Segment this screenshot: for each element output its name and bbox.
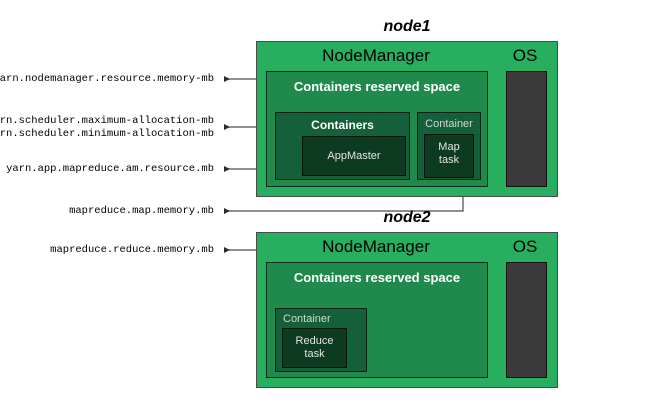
node1-map-task-line1: Map <box>438 141 460 153</box>
node2-containers-reserved-space-label: Containers reserved space <box>293 270 461 285</box>
node2-title: node2 <box>383 209 431 226</box>
node1-os-box <box>506 71 547 187</box>
node2-os-box <box>506 262 547 378</box>
node1-appmaster-task-box <box>302 136 406 176</box>
node1-container-group-label: Container <box>425 118 473 130</box>
node2-os-label: OS <box>512 237 538 256</box>
property-label-yarn-nodemanager-resource-memory-mb: yarn.nodemanager.resource.memory-mb <box>0 73 214 85</box>
node1-map-task-line2: task <box>438 154 460 166</box>
property-label-mapreduce-map-memory-mb: mapreduce.map.memory.mb <box>69 205 214 217</box>
node1-containers-group-label: Containers <box>311 118 374 132</box>
property-label-yarn-scheduler-minimum-allocation-mb: yarn.scheduler.minimum-allocation-mb <box>0 128 214 140</box>
node1-map-task-label: Map task <box>424 141 474 167</box>
node1-map-task-box <box>424 134 474 178</box>
node1-title: node1 <box>383 18 431 35</box>
property-label-mapreduce-reduce-memory-mb: mapreduce.reduce.memory.mb <box>50 244 214 256</box>
node1-appmaster-task-label: AppMaster <box>327 150 381 162</box>
node1-containers-reserved-space-label: Containers reserved space <box>293 79 461 94</box>
property-label-yarn-scheduler-maximum-allocation-mb: yarn.scheduler.maximum-allocation-mb <box>0 115 214 127</box>
node2-nodemanager-label: NodeManager <box>322 237 430 256</box>
node2-reduce-task-label: Reduce task <box>282 335 347 361</box>
node1-os-label: OS <box>512 46 538 65</box>
node2-reduce-task-line2: task <box>304 348 325 360</box>
node2-reduce-task-box <box>282 328 347 368</box>
node1-nodemanager-label: NodeManager <box>322 46 430 65</box>
node2-reduce-task-line1: Reduce <box>295 335 334 347</box>
node2-container-group-label: Container <box>283 313 331 325</box>
property-label-yarn-app-mapreduce-am-resource-mb: yarn.app.mapreduce.am.resource.mb <box>6 163 214 175</box>
